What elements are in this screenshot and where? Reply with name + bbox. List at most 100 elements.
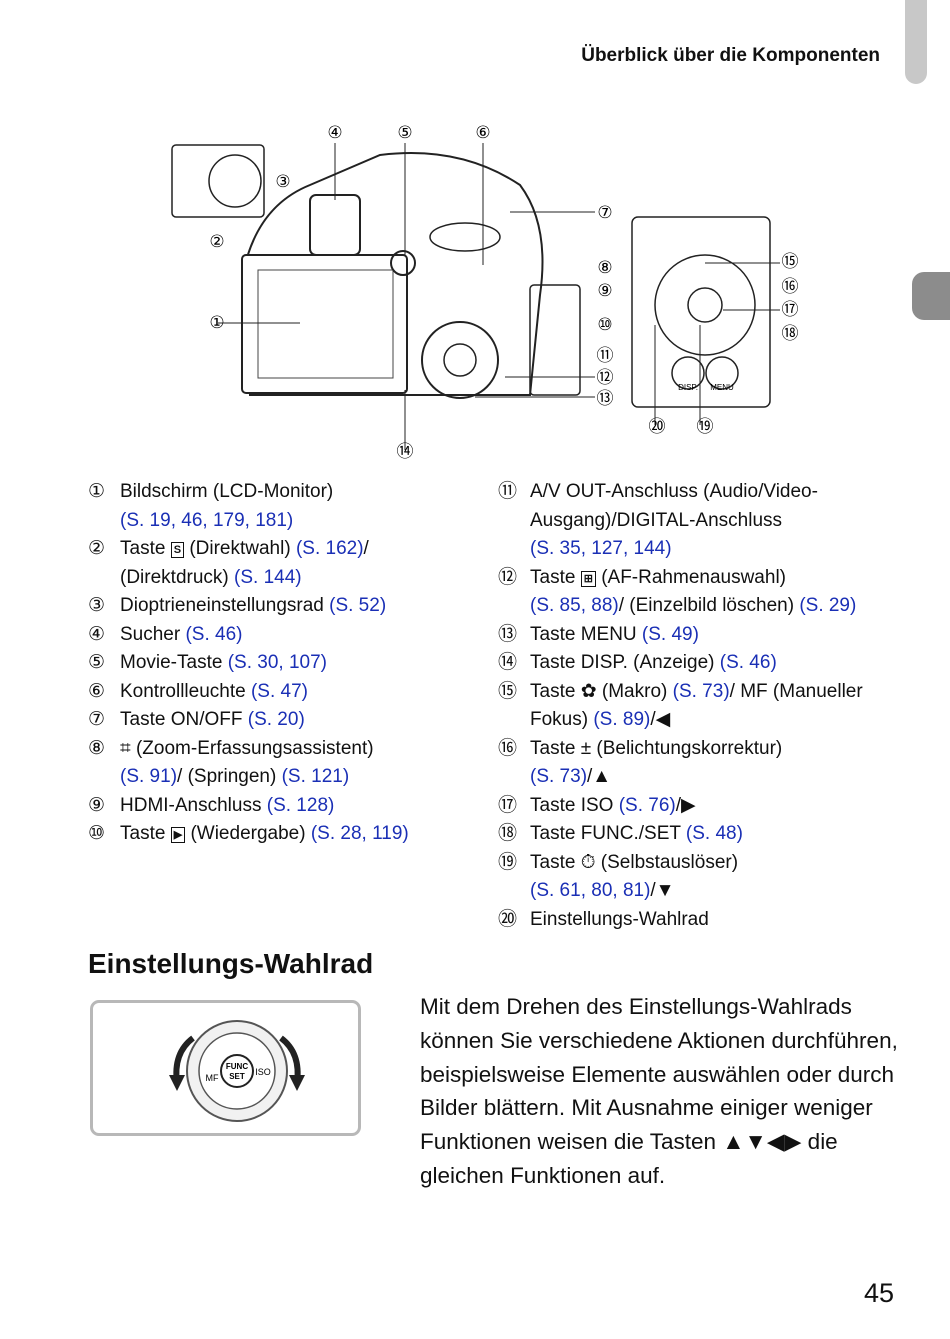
item-text: (AF-Rahmenauswahl) bbox=[595, 566, 786, 588]
item-number: ⑲ bbox=[498, 851, 518, 873]
item-text: /▼ bbox=[650, 880, 675, 901]
callout-3: ③ bbox=[275, 172, 290, 192]
disp-label: DISP. bbox=[678, 383, 698, 392]
callout-5: ⑤ bbox=[397, 123, 412, 143]
zoom-assist-icon: ⌗ bbox=[120, 737, 131, 759]
item-number: ⑰ bbox=[498, 794, 518, 816]
item-text: Dioptrieneinstellungsrad bbox=[120, 595, 330, 616]
legend-item-12: ⑫ Taste ⊞ (AF-Rahmenauswahl)(S. 85, 88)/… bbox=[498, 564, 918, 621]
page-ref[interactable]: (S. 52) bbox=[329, 595, 387, 616]
item-text: (Zoom-Erfassungsassistent) bbox=[130, 737, 374, 759]
item-number: ④ bbox=[88, 623, 106, 645]
page-ref[interactable]: (S. 73) bbox=[672, 680, 730, 702]
callout-14: ⑭ bbox=[397, 442, 414, 462]
legend-item-9: ⑨ HDMI-Anschluss (S. 128) bbox=[88, 792, 468, 821]
legend-item-8: ⑧ ⌗ (Zoom-Erfassungsassistent) (S. 91)/ (… bbox=[88, 735, 468, 792]
legend-item-7: ⑦ Taste ON/OFF (S. 20) bbox=[88, 706, 468, 735]
callout-11: ⑪ bbox=[597, 346, 614, 366]
page-ref[interactable]: (S. 47) bbox=[250, 680, 308, 702]
page-ref[interactable]: (S. 89) bbox=[593, 709, 651, 730]
page-ref[interactable]: (S. 162) bbox=[295, 538, 364, 559]
item-text: Taste DISP. (Anzeige) bbox=[530, 652, 720, 673]
item-text: / (Einzelbild löschen) bbox=[618, 595, 800, 616]
callout-18: ⑱ bbox=[782, 324, 799, 344]
item-text: Movie-Taste bbox=[120, 652, 228, 673]
callout-1: ① bbox=[209, 313, 224, 333]
legend-item-5: ⑤ Movie-Taste (S. 30, 107) bbox=[88, 649, 468, 678]
item-text: Taste ISO bbox=[530, 794, 619, 816]
legend-item-14: ⑭ Taste DISP. (Anzeige) (S. 46) bbox=[498, 649, 918, 678]
item-text: /▶ bbox=[675, 794, 696, 816]
page-ref[interactable]: (S. 91) bbox=[120, 766, 178, 787]
item-number: ② bbox=[88, 538, 106, 559]
legend-item-13: ⑬ Taste MENU (S. 49) bbox=[498, 621, 918, 650]
item-text: / (Direktdruck) bbox=[120, 538, 369, 588]
callout-10: ⑩ bbox=[597, 315, 612, 335]
page-ref[interactable]: (S. 46) bbox=[185, 623, 243, 645]
page-ref[interactable]: (S. 35, 127, 144) bbox=[530, 538, 672, 559]
item-number: ⑧ bbox=[88, 737, 106, 759]
item-text: Taste MENU bbox=[530, 623, 642, 645]
item-text: /▲ bbox=[587, 766, 612, 787]
legend-item-1: ① Bildschirm (LCD-Monitor)(S. 19, 46, 17… bbox=[88, 478, 468, 535]
item-number: ③ bbox=[88, 595, 106, 616]
legend-item-20: ⑳ Einstellungs-Wahlrad bbox=[498, 906, 918, 935]
page-ref[interactable]: (S. 30, 107) bbox=[227, 652, 327, 673]
page-ref[interactable]: (S. 28, 119) bbox=[310, 823, 409, 844]
page-ref[interactable]: (S. 85, 88) bbox=[530, 595, 619, 616]
legend-item-4: ④ Sucher (S. 46) bbox=[88, 621, 468, 650]
page-ref[interactable]: (S. 121) bbox=[281, 766, 350, 787]
iso-label: ISO bbox=[255, 1067, 271, 1077]
item-text: Einstellungs-Wahlrad bbox=[530, 908, 709, 930]
item-number: ⑯ bbox=[498, 737, 518, 759]
page-number: 45 bbox=[864, 1278, 895, 1308]
legend-item-11: ⑪ A/V OUT-Anschluss (Audio/Video-Ausgang… bbox=[498, 478, 918, 564]
item-text: (Direktwahl) bbox=[184, 538, 296, 559]
page-ref[interactable]: (S. 29) bbox=[799, 595, 857, 616]
callout-6: ⑥ bbox=[475, 123, 490, 143]
callout-20: ⑳ bbox=[649, 417, 666, 437]
item-number: ⑱ bbox=[498, 823, 518, 844]
item-number: ① bbox=[88, 481, 106, 502]
item-number: ⑪ bbox=[498, 481, 518, 502]
legend-item-15: ⑮ Taste ✿ (Makro) (S. 73)/ MF (Manueller… bbox=[498, 678, 918, 735]
item-text: /◀ bbox=[650, 709, 671, 730]
shortcut-icon: S bbox=[170, 542, 185, 558]
page-ref[interactable]: (S. 61, 80, 81) bbox=[530, 880, 651, 901]
page-ref[interactable]: (S. 128) bbox=[266, 794, 335, 816]
playback-icon: ▶ bbox=[170, 827, 186, 843]
item-text: / (Springen) bbox=[177, 766, 282, 787]
item-text: Taste bbox=[530, 566, 576, 588]
chapter-tab-top bbox=[905, 0, 927, 84]
item-number: ⑭ bbox=[498, 652, 518, 673]
item-text: Taste bbox=[120, 823, 166, 844]
item-number: ⑳ bbox=[498, 908, 518, 930]
page-ref[interactable]: (S. 144) bbox=[234, 566, 302, 588]
camera-back-figure: DISP. MENU ① ② ③ ④ ⑤ ⑥ ⑦ ⑧ ⑨ ⑩ ⑪ ⑫ ⑬ ⑭ ⑮… bbox=[171, 123, 799, 462]
chapter-tab-side bbox=[912, 272, 950, 320]
page-ref[interactable]: (S. 73) bbox=[530, 766, 588, 787]
callout-8: ⑧ bbox=[597, 258, 612, 278]
item-number: ⑬ bbox=[498, 623, 518, 645]
mf-label: MF bbox=[206, 1073, 219, 1083]
page-ref[interactable]: (S. 46) bbox=[719, 652, 777, 673]
callout-4: ④ bbox=[327, 123, 342, 143]
item-text: / MF (Manueller Fokus) bbox=[530, 680, 863, 731]
item-number: ⑮ bbox=[498, 680, 518, 702]
item-text: Kontrollleuchte bbox=[120, 680, 251, 702]
page-ref[interactable]: (S. 20) bbox=[247, 709, 305, 730]
page-ref[interactable]: (S. 19, 46, 179, 181) bbox=[120, 509, 294, 531]
page-ref[interactable]: (S. 76) bbox=[618, 794, 676, 816]
page-ref[interactable]: (S. 48) bbox=[685, 823, 743, 844]
control-dial-illustration: FUNC SET ISO MF bbox=[90, 1000, 361, 1136]
item-text: Taste ON/OFF bbox=[120, 709, 248, 730]
callout-7: ⑦ bbox=[597, 203, 612, 223]
item-number: ⑫ bbox=[498, 566, 518, 588]
item-number: ⑩ bbox=[88, 823, 106, 844]
section-title: Einstellungs-Wahlrad bbox=[88, 948, 374, 979]
item-number: ⑥ bbox=[88, 680, 106, 702]
item-text: A/V OUT-Anschluss (Audio/Video-Ausgang)/… bbox=[530, 481, 818, 531]
callout-16: ⑯ bbox=[782, 277, 799, 297]
callout-2: ② bbox=[209, 232, 224, 252]
page-ref[interactable]: (S. 49) bbox=[641, 623, 699, 645]
